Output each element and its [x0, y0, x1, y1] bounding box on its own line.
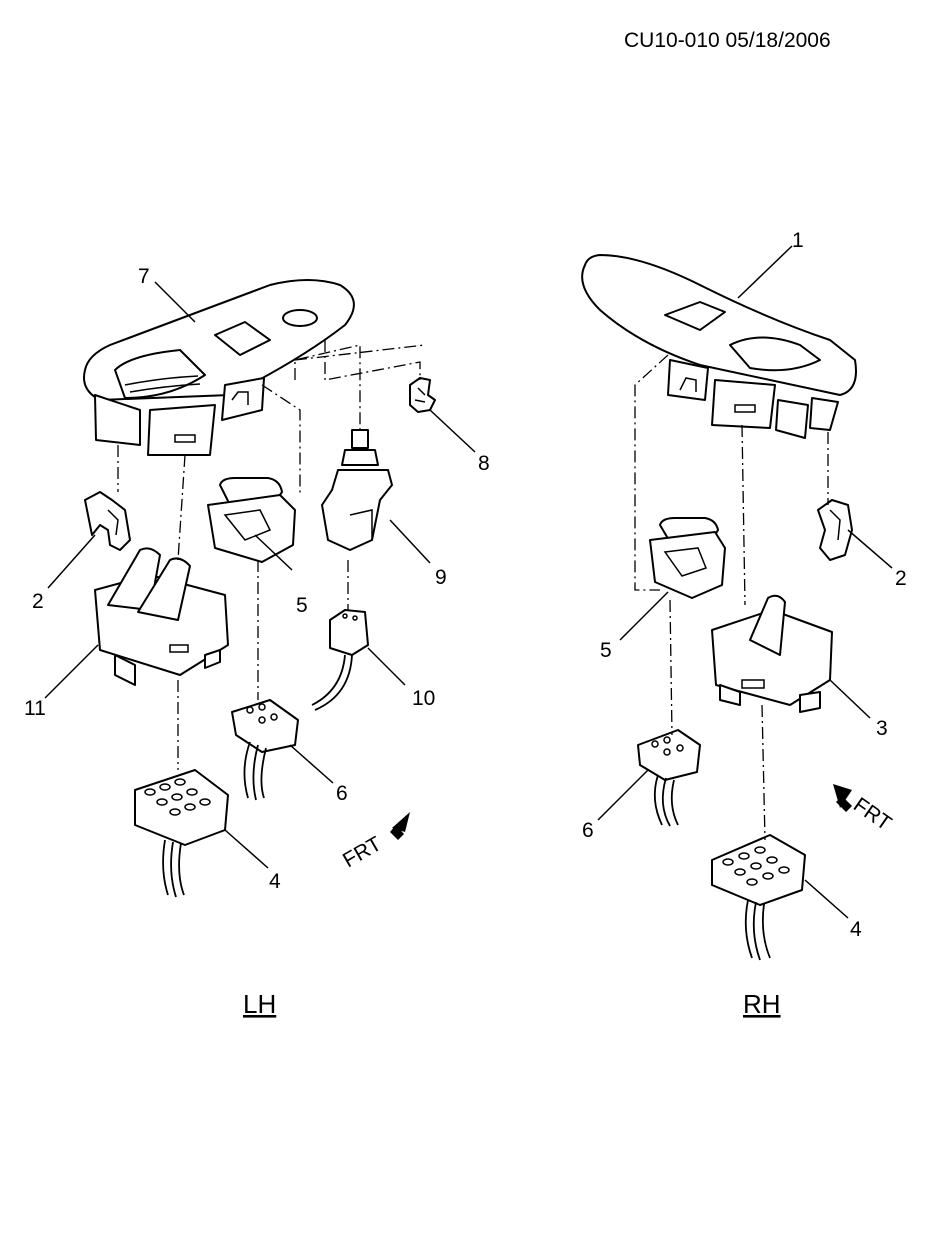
diagram-code: CU10-010 05/18/2006 [624, 29, 831, 52]
rh-window-switch [711, 594, 833, 713]
rh-mirror-switch [649, 517, 726, 599]
rh-switch-bezel [581, 254, 857, 439]
callout-3: 3 [876, 717, 888, 740]
callout-11: 11 [24, 697, 46, 720]
lh-assembly: 7 8 9 10 2 5 11 6 4 FRT LH [24, 265, 490, 1019]
frt-label: FRT [339, 832, 386, 872]
rh-clip [817, 499, 853, 561]
lh-clip [84, 491, 131, 551]
rh-window-connector [711, 834, 806, 961]
callout-1: 1 [792, 229, 804, 252]
lh-lock-switch [321, 429, 393, 551]
callout-9: 9 [435, 566, 447, 589]
callout-4-rh: 4 [850, 918, 862, 941]
rh-alignment-lines [634, 354, 829, 841]
rh-front-indicator: FRT [833, 784, 896, 835]
callout-2: 2 [32, 590, 44, 613]
front-arrow-icon [833, 784, 852, 812]
callout-8: 8 [478, 452, 490, 475]
callout-5: 5 [296, 594, 308, 617]
frt-label-rh: FRT [849, 793, 895, 835]
front-arrow-icon [390, 812, 410, 840]
lh-front-indicator: FRT [339, 812, 410, 872]
lh-window-connector [134, 769, 229, 898]
rh-assembly: 1 2 5 3 6 4 FRT RH [581, 229, 907, 1019]
callout-6-rh: 6 [582, 819, 594, 842]
lh-label: LH [243, 989, 276, 1019]
lh-alignment-lines [117, 340, 426, 770]
lh-switch-bezel [83, 279, 355, 456]
lh-mirror-switch [207, 477, 296, 563]
rh-label: RH [743, 989, 781, 1019]
lh-retainer-clip [409, 377, 436, 413]
lh-window-switch [94, 547, 229, 686]
callout-10: 10 [412, 687, 435, 710]
rh-mirror-connector [637, 729, 701, 827]
callout-4: 4 [269, 870, 281, 893]
callout-2-rh: 2 [895, 567, 907, 590]
callout-6: 6 [336, 782, 348, 805]
callout-7: 7 [138, 265, 150, 288]
lh-mirror-connector [231, 699, 299, 801]
rh-leader-lines [597, 245, 893, 919]
lh-leader-lines [44, 281, 476, 869]
callout-5-rh: 5 [600, 639, 612, 662]
lh-lock-switch-connector [311, 609, 369, 711]
